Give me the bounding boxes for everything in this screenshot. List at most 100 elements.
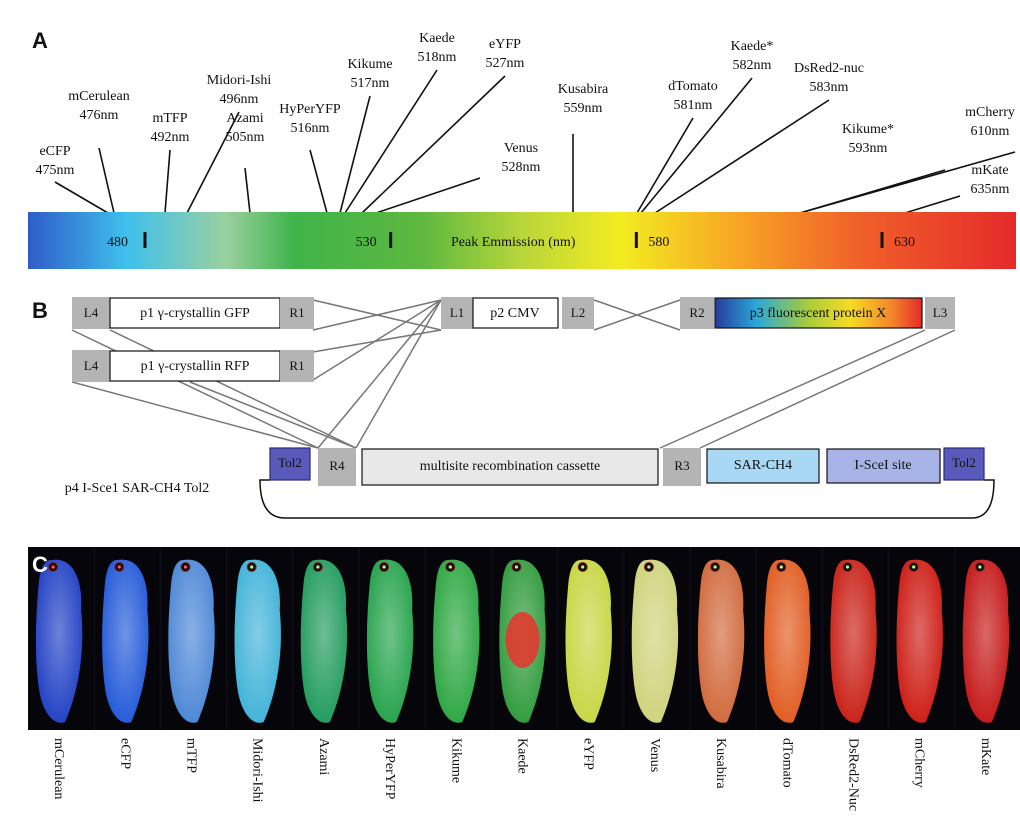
l4-site-rfp-label: L4 (84, 358, 99, 373)
tol2-right-label: Tol2 (952, 455, 976, 470)
p1-rfp-entry-label: p1 γ-crystallin RFP (141, 359, 250, 374)
protein-peak: 527nm (486, 56, 525, 71)
embryo-glow (896, 559, 943, 723)
l1-site-label: L1 (450, 305, 464, 320)
protein-name: eYFP (489, 37, 521, 52)
r4-site (318, 448, 356, 486)
p3-fluorescent-protein-entry (714, 297, 923, 329)
protein-name: dTomato (668, 79, 718, 94)
embryo-image (955, 547, 1020, 730)
embryo-label: Venus (647, 738, 662, 772)
embryo-glow (102, 559, 149, 723)
l4-site-rfp (72, 350, 110, 382)
protein-leader-line (98, 147, 115, 214)
l3-site-label: L3 (933, 305, 947, 320)
tol2-right (943, 447, 985, 481)
tol2-left (269, 447, 311, 481)
p1-gfp-entry (109, 297, 281, 329)
embryo-eye-highlight (779, 565, 783, 569)
embryo-image (426, 547, 491, 730)
recombination-cassette (361, 448, 659, 486)
protein-peak: 496nm (220, 92, 259, 107)
protein-peak: 505nm (226, 130, 265, 145)
emission-spectrum-bar (28, 212, 1016, 269)
embryo-glow (366, 559, 414, 723)
r1-site-rfp (280, 350, 314, 382)
protein-peak: 635nm (971, 182, 1010, 197)
protein-leader-line (344, 69, 438, 214)
embryo-image (823, 547, 888, 730)
embryo-glow (168, 559, 215, 723)
embryo-eye-highlight (978, 565, 982, 569)
protein-peak: 516nm (291, 121, 330, 136)
spectrum-tick (880, 232, 884, 248)
embryo-label: mCerulean (51, 738, 66, 799)
embryo-eye-highlight (448, 565, 452, 569)
protein-name: mCerulean (68, 89, 129, 104)
protein-leader-line (309, 149, 328, 214)
panel-a-letter: A (32, 28, 48, 53)
recombination-cassette-label: multisite recombination cassette (420, 459, 600, 474)
l3-site (925, 297, 955, 329)
embryo-label: eYFP (581, 738, 596, 770)
protein-name: mCherry (965, 105, 1015, 120)
embryo-image (757, 547, 822, 730)
embryo-label: dTomato (779, 738, 794, 788)
embryo-label: Kusabira (713, 738, 728, 789)
embryo-glow (300, 559, 348, 723)
p1-gfp-entry-label: p1 γ-crystallin GFP (140, 306, 250, 321)
p1-rfp-entry (109, 350, 281, 382)
protein-name: HyPerYFP (279, 102, 341, 117)
protein-name: eCFP (39, 144, 70, 159)
protein-name: mKate (971, 163, 1008, 178)
embryo-eye-highlight (514, 565, 519, 569)
l4-site-gfp (72, 297, 110, 329)
spectrum-tick (389, 232, 393, 248)
embryo-label: Azami (316, 738, 331, 775)
protein-leader-line (54, 181, 109, 214)
embryo-glow (830, 559, 877, 723)
embryo-label: Kikume (448, 738, 463, 783)
embryo-image (624, 547, 689, 730)
embryo-glow (962, 559, 1010, 723)
spectrum-tick-label: 480 (107, 235, 128, 250)
protein-peak: 518nm (418, 50, 457, 65)
protein-leader-line (636, 117, 694, 214)
protein-leader-line (244, 167, 251, 214)
embryo-eye-highlight (316, 565, 320, 569)
embryo-label: Midori-Ishi (250, 738, 265, 803)
protein-peak: 582nm (733, 58, 772, 73)
embryo-label: mKate (978, 738, 993, 775)
embryo-glow (697, 559, 745, 723)
tol2-left-label: Tol2 (278, 455, 302, 470)
p2-cmv-entry (472, 297, 559, 329)
embryo-eye-highlight (250, 565, 254, 569)
embryo-eye-highlight (581, 565, 585, 569)
sar-ch4-element (706, 448, 820, 484)
kaede-photoconverted-region (505, 612, 540, 668)
embryo-eye-highlight (183, 565, 188, 569)
protein-name: Kikume (347, 57, 392, 72)
protein-leader-line (904, 195, 961, 214)
l2-site-label: L2 (571, 305, 585, 320)
embryo-image (293, 547, 358, 730)
r1-site-gfp (280, 297, 314, 329)
l1-site (441, 297, 473, 329)
destination-vector-label: p4 I-Sce1 SAR-CH4 Tol2 (65, 481, 210, 496)
embryo-eye-highlight (647, 565, 651, 569)
protein-leader-line (339, 95, 371, 214)
protein-leader-line (654, 99, 830, 214)
leader-lines (54, 69, 1016, 214)
embryo-label: Kaede (515, 738, 530, 774)
spectrum-tick (143, 232, 147, 248)
protein-leader-line (799, 151, 1016, 214)
r3-site (663, 448, 701, 486)
embryo-glow (234, 559, 281, 723)
protein-name: mTFP (152, 111, 187, 126)
protein-peak: 528nm (502, 160, 541, 175)
embryo-eye-highlight (845, 565, 850, 569)
spectrum-tick-label: 630 (894, 235, 915, 250)
l2-site (562, 297, 594, 329)
